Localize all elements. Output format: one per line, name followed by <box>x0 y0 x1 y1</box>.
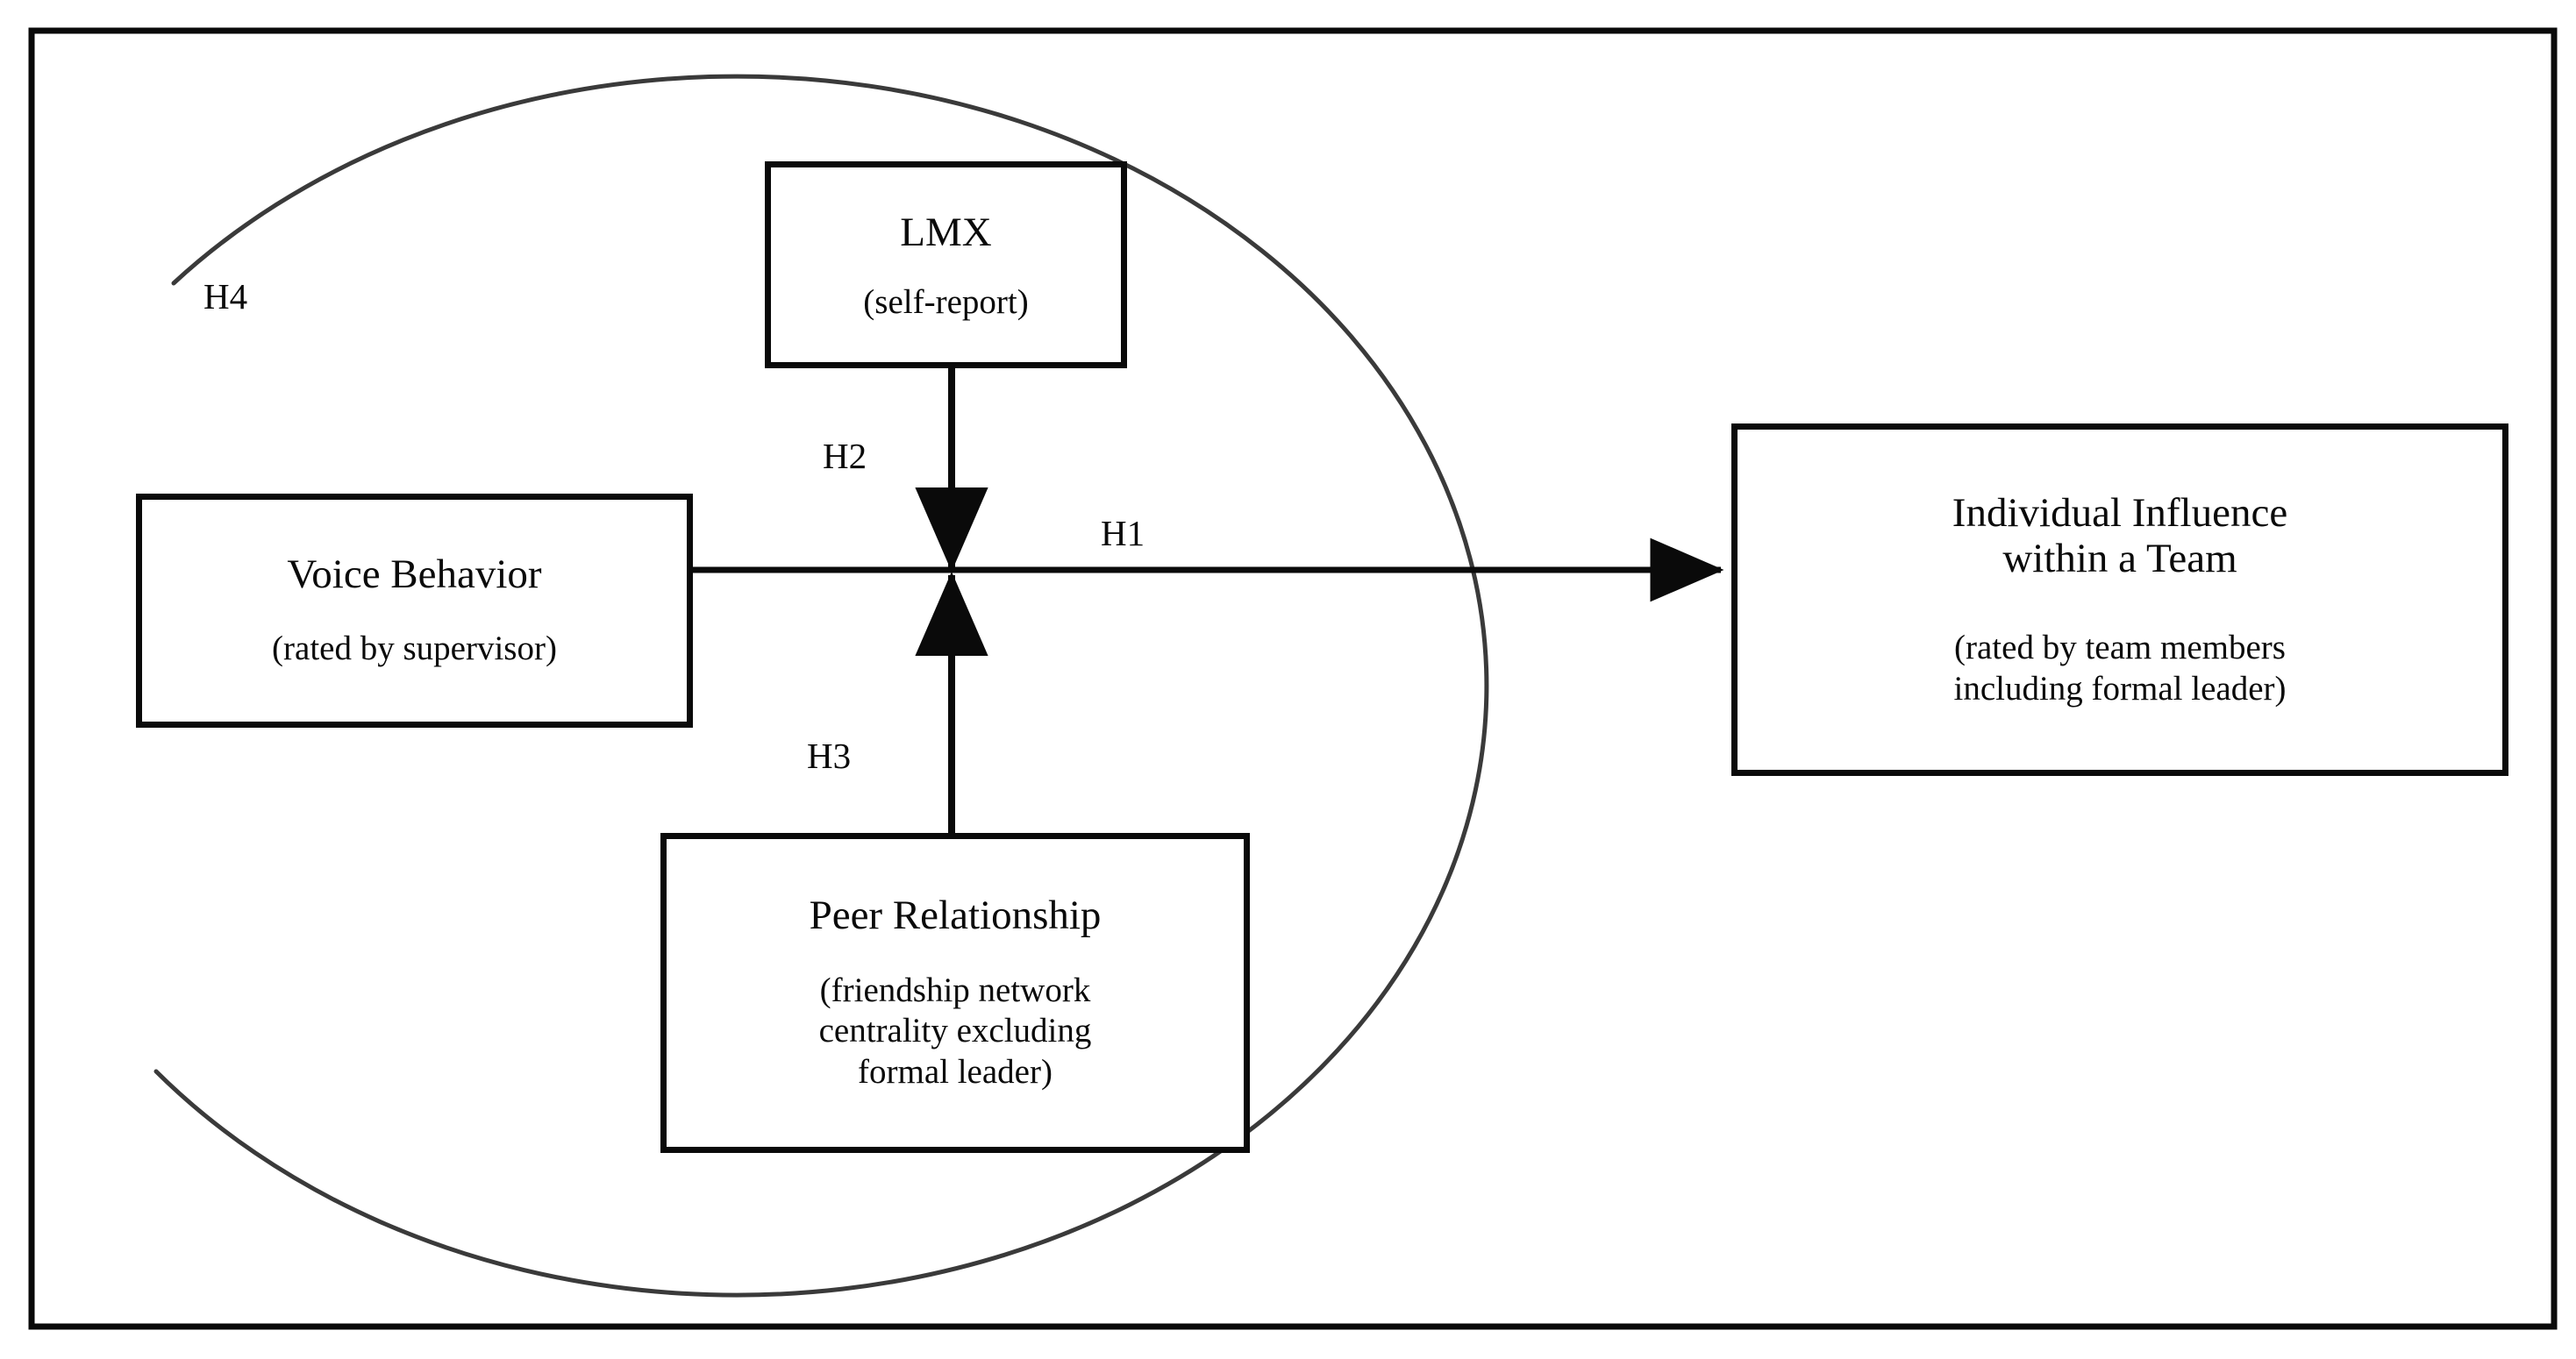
hypothesis-label-h2: H2 <box>823 436 867 476</box>
node-individual-influence[interactable]: Individual Influence within a Team (rate… <box>1731 423 2508 776</box>
node-peer-relationship-subtitle: (friendship network centrality excluding… <box>818 971 1092 1092</box>
hypothesis-label-h3: H3 <box>807 736 852 776</box>
figure-frame <box>28 27 2558 1330</box>
hypothesis-label-h1: H1 <box>1101 513 1145 553</box>
boundary-ellipse <box>153 74 1489 1298</box>
node-lmx-title: LMX <box>900 210 992 256</box>
node-peer-relationship-title: Peer Relationship <box>809 892 1102 938</box>
node-lmx[interactable]: LMX (self-report) <box>765 161 1127 368</box>
node-voice-behavior[interactable]: Voice Behavior (rated by supervisor) <box>136 494 693 728</box>
node-lmx-subtitle: (self-report) <box>863 282 1029 321</box>
node-individual-influence-subtitle: (rated by team members including formal … <box>1953 628 2287 708</box>
node-voice-behavior-title: Voice Behavior <box>287 551 542 597</box>
node-individual-influence-title: Individual Influence within a Team <box>1952 489 2288 582</box>
hypothesis-label-h4: H4 <box>203 276 248 317</box>
node-peer-relationship[interactable]: Peer Relationship (friendship network ce… <box>660 833 1250 1153</box>
node-voice-behavior-subtitle: (rated by supervisor) <box>272 630 557 668</box>
